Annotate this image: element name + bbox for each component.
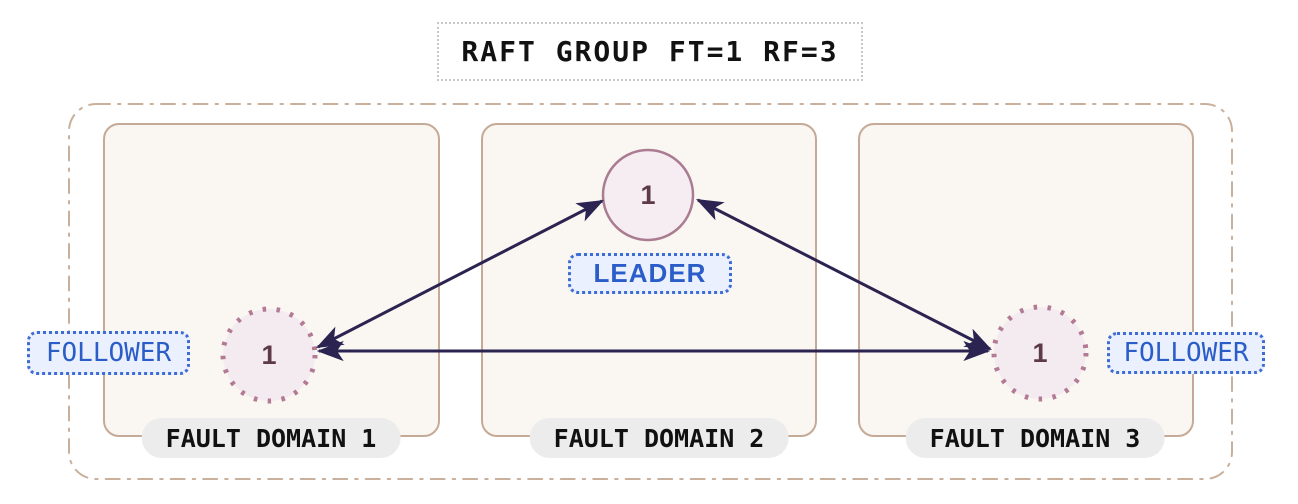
- follower-1-badge: FOLLOWER: [27, 331, 190, 375]
- leader-badge: LEADER: [568, 253, 732, 294]
- raft-group-title: RAFT GROUP FT=1 RF=3: [437, 22, 863, 81]
- raft-group-title-text: RAFT GROUP FT=1 RF=3: [461, 35, 839, 68]
- follower-3-node-value: 1: [1032, 337, 1048, 368]
- leader-node-value: 1: [640, 179, 656, 210]
- fault-domain-2-label: FAULT DOMAIN 2: [529, 418, 789, 458]
- fault-domain-1-label: FAULT DOMAIN 1: [141, 418, 401, 458]
- fault-domain-3-label: FAULT DOMAIN 3: [905, 418, 1165, 458]
- follower-3-badge: FOLLOWER: [1107, 332, 1265, 374]
- follower-1-node-value: 1: [261, 339, 277, 370]
